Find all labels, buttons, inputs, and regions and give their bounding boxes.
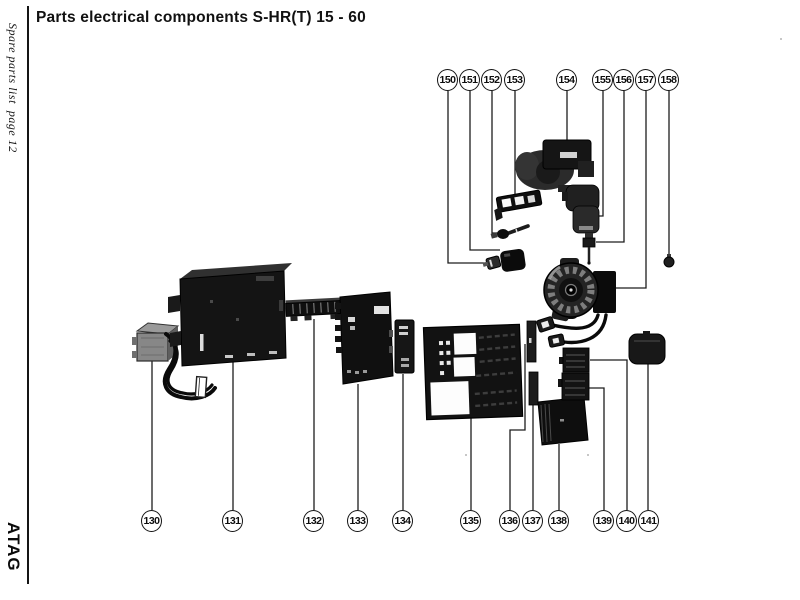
callout-label: 155 [594, 74, 611, 86]
callout-label: 152 [483, 74, 500, 86]
wire-connector [194, 375, 208, 399]
sidebar-page-label: Spare parts list page 12 [6, 23, 20, 153]
part-157-pump [543, 258, 616, 322]
part-153-bracket [494, 189, 543, 221]
part-133-circuit-board [335, 291, 394, 385]
callout-141: 141 [638, 510, 659, 532]
part-152-igniter [490, 224, 530, 239]
callout-label: 140 [618, 515, 635, 527]
part-137-strip [528, 371, 539, 406]
plug-2 [547, 333, 566, 348]
plug-1 [536, 316, 556, 333]
callout-131: 131 [222, 510, 243, 532]
callout-label: 135 [462, 515, 479, 527]
callout-152: 152 [481, 69, 502, 91]
callout-132: 132 [303, 510, 324, 532]
callout-151: 151 [459, 69, 480, 91]
callout-133: 133 [347, 510, 368, 532]
part-156-electrode [582, 233, 596, 265]
part-141-cover [628, 331, 666, 365]
callout-label: 133 [349, 515, 366, 527]
part-134-small-panel [394, 319, 415, 374]
callout-130: 130 [141, 510, 162, 532]
sidebar-divider [27, 6, 29, 584]
page-title: Parts electrical components S-HR(T) 15 -… [36, 9, 366, 26]
callout-137: 137 [522, 510, 543, 532]
part-140-relay [559, 347, 590, 373]
callout-label: 153 [506, 74, 523, 86]
callout-138: 138 [548, 510, 569, 532]
part-139-relay [558, 372, 590, 401]
part-136-strip [526, 320, 537, 363]
callout-label: 158 [660, 74, 677, 86]
callout-label: 154 [558, 74, 575, 86]
callout-label: 131 [224, 515, 241, 527]
callout-label: 139 [595, 515, 612, 527]
part-150-plug [482, 255, 502, 270]
callout-157: 157 [635, 69, 656, 91]
callout-154: 154 [556, 69, 577, 91]
callout-label: 136 [501, 515, 518, 527]
part-135-display-panel [422, 323, 524, 421]
callout-153: 153 [504, 69, 525, 91]
callout-135: 135 [460, 510, 481, 532]
callout-label: 137 [524, 515, 541, 527]
callout-label: 141 [640, 515, 657, 527]
part-131-control-box [168, 263, 292, 367]
part-151-sensor [500, 248, 526, 272]
callout-140: 140 [616, 510, 637, 532]
callout-label: 132 [305, 515, 322, 527]
atag-logo: ATAG [4, 522, 23, 572]
part-158-sensor [663, 254, 675, 268]
part-138-module [537, 396, 589, 446]
callout-label: 157 [637, 74, 654, 86]
scan-specks [465, 38, 782, 456]
callout-155: 155 [592, 69, 613, 91]
callout-136: 136 [499, 510, 520, 532]
leader-lines [151, 91, 670, 510]
callout-134: 134 [392, 510, 413, 532]
callout-label: 151 [461, 74, 478, 86]
callout-150: 150 [437, 69, 458, 91]
part-155-motor [562, 184, 600, 234]
callout-label: 150 [439, 74, 456, 86]
callout-label: 138 [550, 515, 567, 527]
callout-156: 156 [613, 69, 634, 91]
part-154-fan [515, 139, 594, 192]
callout-139: 139 [593, 510, 614, 532]
callout-label: 156 [615, 74, 632, 86]
callout-158: 158 [658, 69, 679, 91]
callout-label: 134 [394, 515, 411, 527]
callout-label: 130 [143, 515, 160, 527]
